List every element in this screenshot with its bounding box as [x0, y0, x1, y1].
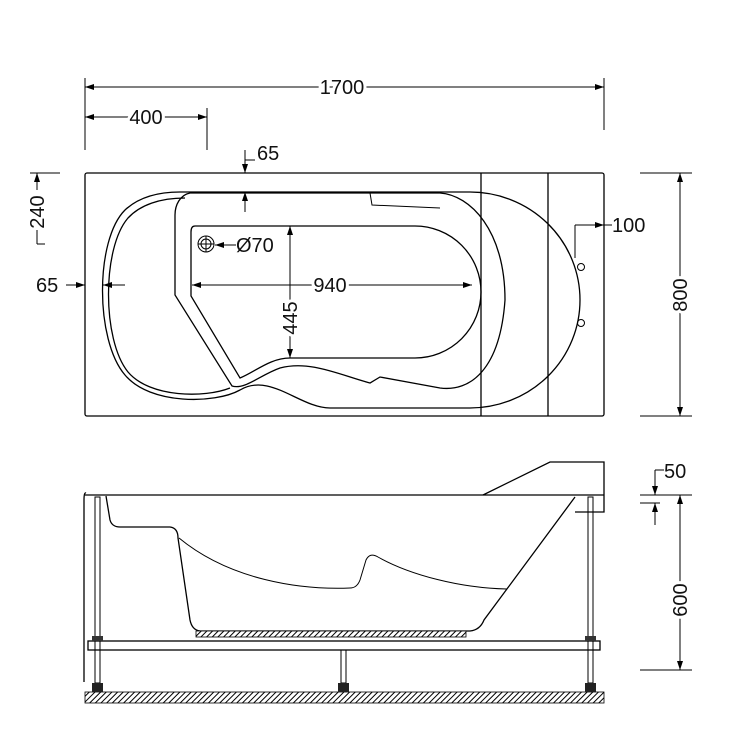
dim-overall-width: 800 [670, 278, 692, 311]
dim-rim-height: 50 [664, 461, 686, 483]
support-leg [585, 496, 596, 692]
dim-head-offset: 400 [129, 107, 162, 129]
plan-view [84, 172, 605, 417]
tub-rim-inner-left [107, 197, 231, 395]
floor [84, 691, 605, 704]
dim-tap-offset: 100 [612, 215, 645, 237]
dim-overall-height: 600 [670, 583, 692, 616]
tub-rim-outer [101, 191, 581, 409]
dim-inner-width: 445 [280, 301, 302, 334]
backrest-curve [178, 537, 508, 590]
tub-outline-plan [84, 172, 605, 417]
side-view [83, 461, 605, 704]
side-panel [83, 492, 87, 682]
dim-overall-length: 1700 [320, 77, 365, 99]
support-frame [87, 640, 601, 651]
dim-drain-offset: 240 [27, 195, 49, 228]
dim-drain-diameter: Ø70 [236, 235, 274, 257]
dim-rim-left: 65 [36, 275, 58, 297]
side-dimensions: 50 600 [640, 461, 695, 671]
tap-hole-icon [577, 263, 585, 271]
plan-dimensions: 1700 400 65 240 65 Ø70 940 445 100 800 [27, 74, 695, 417]
dim-inner-length: 940 [313, 275, 346, 297]
tub-profile [105, 495, 576, 632]
inner-basin [190, 225, 482, 379]
headrest-block [482, 461, 605, 513]
drain-icon [197, 235, 215, 253]
dim-rim-top: 65 [257, 143, 279, 165]
tub-insert [174, 192, 506, 390]
tub-base [195, 630, 467, 638]
support-leg [338, 649, 349, 692]
support-leg [92, 496, 103, 692]
tap-hole-icon [577, 319, 585, 327]
tub-step [369, 192, 441, 209]
